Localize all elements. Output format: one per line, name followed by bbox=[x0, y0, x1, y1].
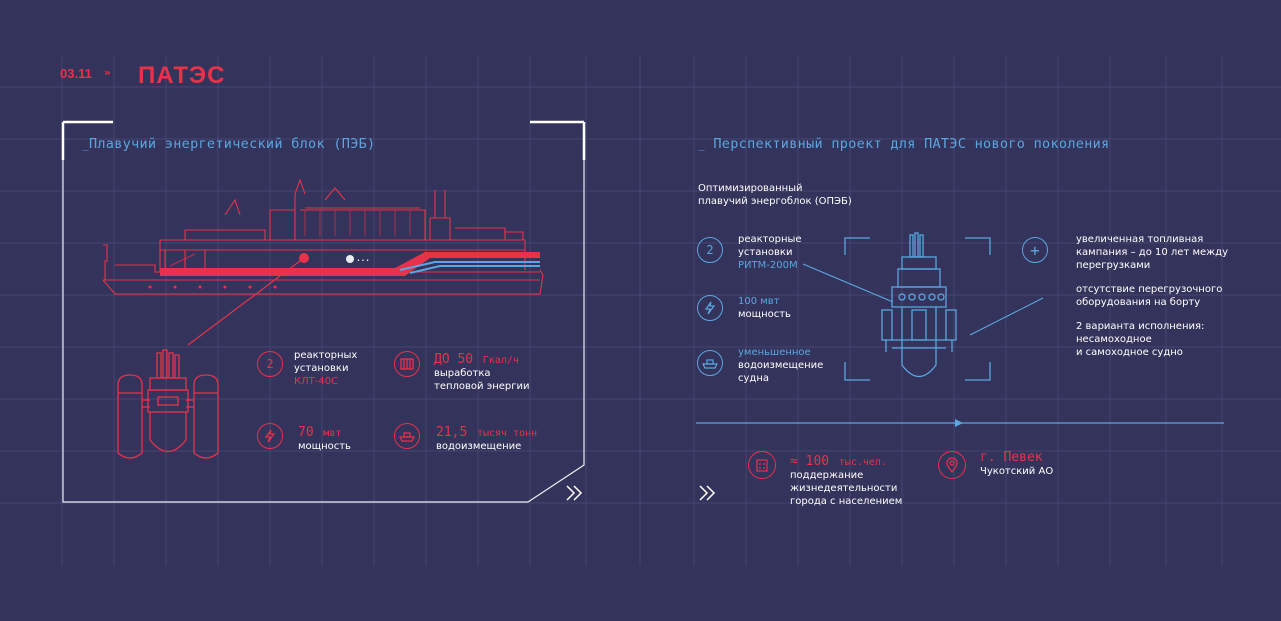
left-power-text: 70 мвт мощность bbox=[298, 425, 351, 452]
right-reactors-text: реакторные установки РИТМ-200М bbox=[738, 234, 802, 271]
section-number: 03.11 bbox=[60, 66, 92, 81]
left-heat-text: ДО 50 Гкал/ч выработка тепловой энергии bbox=[434, 352, 530, 392]
right-displacement-text: уменьшенное водоизмещение судна bbox=[738, 347, 824, 384]
radiator-icon bbox=[394, 351, 420, 377]
double-chevron-icon[interactable] bbox=[697, 484, 719, 502]
ship-illustration: • • • bbox=[102, 178, 544, 295]
feature-reloading: отсутствие перегрузочного оборудования н… bbox=[1076, 284, 1223, 308]
feature-variants: 2 варианта исполнения: несамоходное и са… bbox=[1076, 321, 1205, 358]
reactor-klt-icon bbox=[117, 349, 219, 459]
pointer-line bbox=[187, 253, 309, 346]
lightning-icon bbox=[257, 423, 283, 449]
population-text: ≈ 100 тыс.чел. поддержание жизнедеятельн… bbox=[790, 454, 903, 507]
reactor-ritm-icon bbox=[802, 232, 1044, 381]
left-reactors-text: реакторных установки КЛТ-40С bbox=[294, 350, 358, 387]
plus-icon: + bbox=[1022, 237, 1048, 263]
left-displacement-text: 21,5 тысяч тонн водоизмещение bbox=[436, 425, 538, 452]
left-section-title: _Плавучий энергетический блок (ПЭБ) bbox=[82, 136, 376, 152]
double-chevron-icon[interactable] bbox=[564, 484, 586, 502]
timeline-divider bbox=[696, 419, 1224, 427]
ship-icon bbox=[697, 350, 723, 376]
location-pin-icon bbox=[938, 451, 966, 479]
right-power-text: 100 мвт мощность bbox=[738, 296, 791, 320]
right-section-title: _ Перспективный проект для ПАТЭС нового … bbox=[698, 136, 1110, 152]
number-icon: 2 bbox=[257, 351, 283, 377]
svg-text:• • •: • • • bbox=[357, 258, 369, 264]
ship-icon bbox=[394, 423, 420, 449]
lightning-icon bbox=[697, 295, 723, 321]
number-icon: 2 bbox=[697, 237, 723, 263]
left-frame bbox=[61, 120, 586, 503]
feature-fuel: увеличенная топливная кампания – до 10 л… bbox=[1076, 234, 1228, 271]
right-subtitle: Оптимизированный плавучий энергоблок (ОП… bbox=[698, 183, 852, 207]
location-text: г. Певек Чукотский АО bbox=[980, 450, 1054, 477]
page-title: ПАТЭС bbox=[138, 62, 226, 89]
building-icon bbox=[748, 451, 776, 479]
header-arrows: » bbox=[104, 66, 111, 79]
